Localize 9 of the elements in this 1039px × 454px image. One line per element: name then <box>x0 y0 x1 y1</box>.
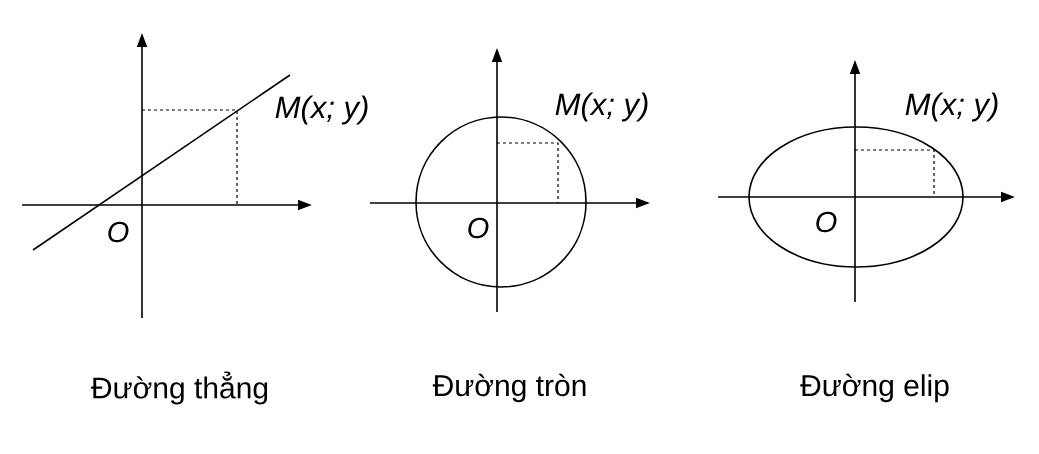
caption: Đường elip <box>800 373 949 403</box>
origin-label: O <box>108 221 129 243</box>
point-label: M(x; y) <box>905 92 998 122</box>
origin-label: O <box>468 217 489 239</box>
caption: Đường tròn <box>432 373 586 403</box>
origin-label: O <box>816 211 837 233</box>
point-label: M(x; y) <box>275 95 368 125</box>
point-label: M(x; y) <box>555 92 648 122</box>
caption: Đường thẳng <box>91 371 268 405</box>
